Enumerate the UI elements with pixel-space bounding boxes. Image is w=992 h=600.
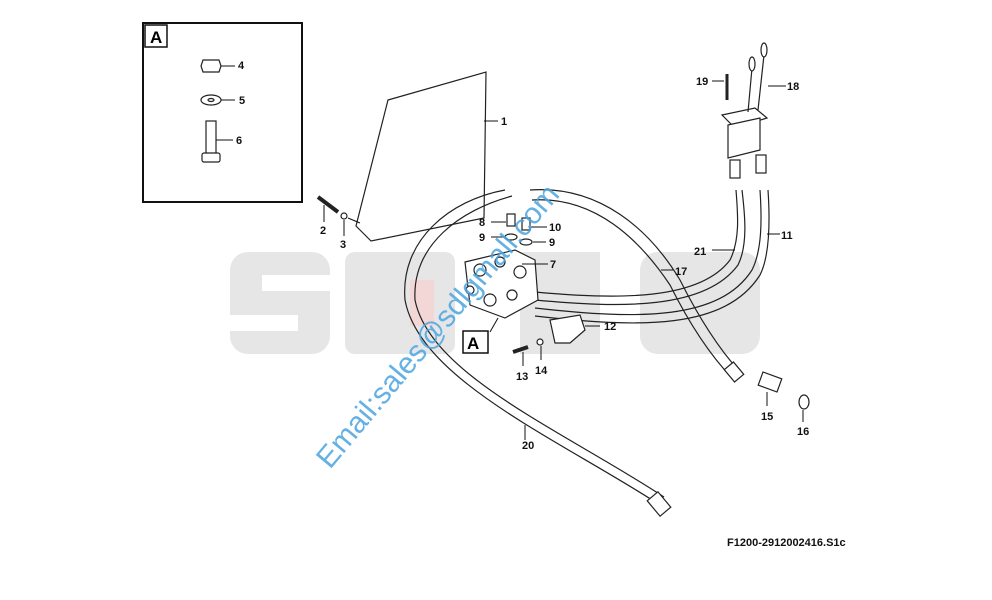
callout-8: 8 (479, 217, 485, 229)
callout-9b: 9 (549, 237, 555, 249)
callout-9: 9 (479, 232, 485, 244)
callout-13: 13 (516, 371, 528, 383)
bolt-part-13 (512, 345, 529, 354)
callout-4: 4 (238, 60, 245, 72)
hose-part-21 (534, 189, 746, 306)
washer-part-14 (536, 338, 544, 346)
washer-part-9b (519, 238, 533, 246)
callout-6: 6 (236, 135, 242, 147)
callout-16: 16 (797, 426, 809, 438)
hose-part-11 (534, 189, 770, 324)
callout-15: 15 (761, 411, 773, 423)
bolt-part-2 (316, 195, 340, 214)
callout-19: 19 (696, 76, 708, 88)
detail-a-reference: A (467, 334, 479, 353)
callout-21: 21 (694, 246, 706, 258)
control-lever-part-18 (720, 42, 769, 179)
adapter-part-15 (757, 371, 783, 393)
bolt-part-6 (201, 120, 221, 163)
cover-plate-part-1 (355, 71, 487, 242)
callout-labels: 4 5 6 1 2 3 8 9 10 9 7 17 21 11 12 13 14… (236, 60, 809, 452)
figure-code: F1200-2912002416.S1c (727, 537, 846, 549)
nut-part-4 (200, 59, 222, 73)
callout-7: 7 (550, 259, 556, 271)
seal-ring-part-16 (798, 394, 810, 410)
callout-1: 1 (501, 116, 507, 128)
callout-12: 12 (604, 321, 616, 333)
callout-3: 3 (340, 239, 346, 251)
hose-part-20 (404, 189, 672, 518)
callout-2: 2 (320, 225, 326, 237)
detail-a-frame (142, 22, 303, 203)
callout-18: 18 (787, 81, 799, 93)
washer-part-5 (200, 94, 222, 106)
detail-a-label: A (150, 28, 162, 47)
callout-10: 10 (549, 222, 561, 234)
callout-5: 5 (239, 95, 245, 107)
washer-part-9 (504, 233, 518, 241)
callout-17: 17 (675, 266, 687, 278)
hose-part-17 (529, 189, 745, 383)
bracket-part-12 (549, 314, 586, 344)
callout-20: 20 (522, 440, 534, 452)
fitting-part-8 (506, 213, 516, 227)
control-valve-part-7 (464, 249, 539, 319)
callout-14: 14 (535, 365, 548, 377)
callout-11: 11 (781, 230, 793, 242)
washer-part-3 (340, 212, 348, 220)
fitting-part-10 (521, 217, 531, 231)
